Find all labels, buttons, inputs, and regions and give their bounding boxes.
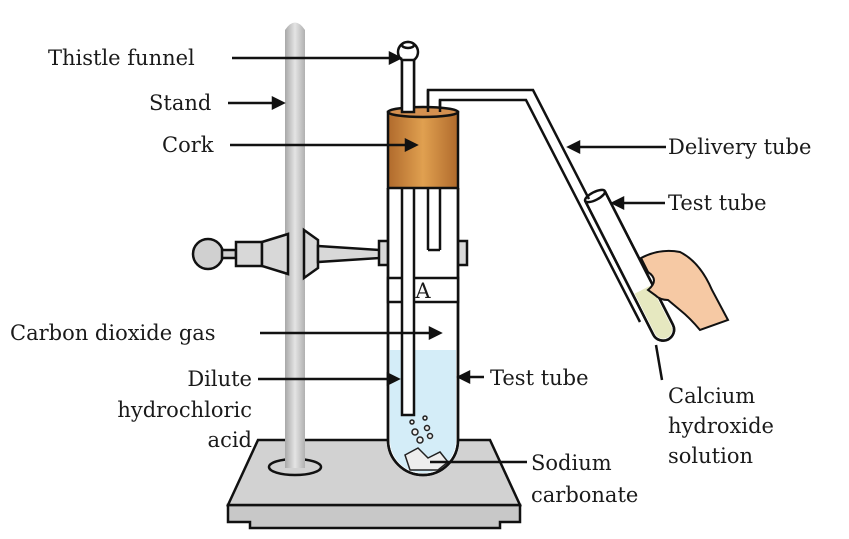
label-sodium-line2: carbonate — [531, 483, 638, 507]
label-sodium-line1: Sodium — [531, 451, 612, 475]
leader-lines — [228, 50, 666, 464]
label-thistle-funnel: Thistle funnel — [48, 46, 195, 70]
clamp — [191, 227, 469, 281]
label-dilute-line3: acid — [208, 428, 252, 452]
label-dilute-line1: Dilute — [187, 367, 252, 391]
label-calcium-line3: solution — [668, 444, 753, 468]
label-test-tube-main: Test tube — [490, 366, 589, 390]
main-test-tube: A — [386, 188, 460, 477]
hand-illustration — [639, 249, 730, 332]
cork — [386, 58, 460, 190]
stand-base — [226, 438, 522, 530]
label-calcium-line1: Calcium — [668, 384, 755, 408]
label-calcium-line2: hydroxide — [668, 414, 774, 438]
stand-rod — [267, 22, 323, 477]
sodium-carbonate-lumps — [404, 415, 450, 471]
label-cork: Cork — [162, 133, 214, 157]
label-stand: Stand — [149, 91, 211, 115]
tube-marker-label: A — [414, 279, 431, 303]
limewater-test-tube — [583, 188, 676, 342]
label-test-tube-right: Test tube — [668, 191, 767, 215]
label-delivery-tube: Delivery tube — [668, 135, 811, 159]
label-dilute-line2: hydrochloric — [117, 398, 252, 422]
label-carbon-dioxide-gas: Carbon dioxide gas — [10, 321, 216, 345]
